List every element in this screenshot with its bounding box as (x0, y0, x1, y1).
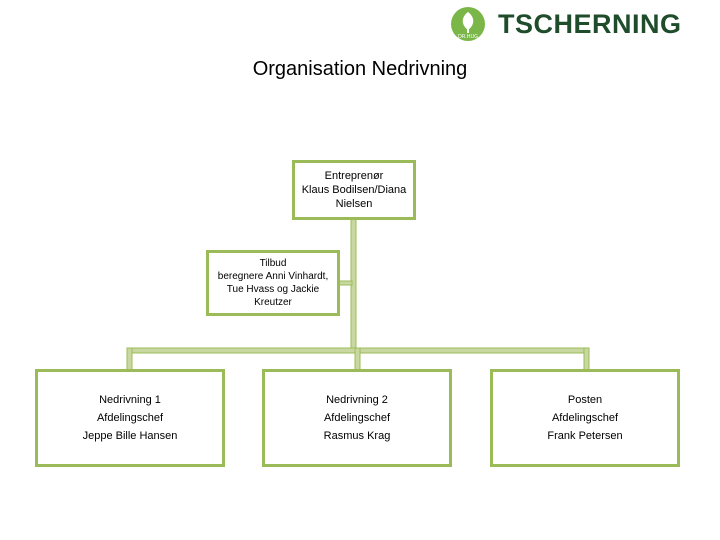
node-entreprenor-name: Klaus Bodilsen/Diana (301, 184, 407, 196)
node-posten-role: Afdelingschef (551, 412, 619, 424)
node-nedrivning-2-dept: Nedrivning 2 (326, 394, 388, 406)
node-nedrivning-1-dept: Nedrivning 1 (99, 394, 161, 406)
node-posten-dept: Posten (567, 394, 603, 406)
node-nedrivning-1-name: Jeppe Bille Hansen (82, 430, 178, 442)
node-nedrivning-1-role: Afdelingschef (96, 412, 164, 424)
tscherning-logo: DR.HUG TSCHERNING (450, 4, 712, 42)
node-tilbud-names-cont: Tue Hvass og Jackie Kreutzer (226, 284, 320, 308)
node-tilbud: Tilbud beregnere Anni Vinhardt, Tue Hvas… (206, 250, 340, 316)
node-tilbud-role: Tilbud (259, 258, 287, 269)
node-tilbud-names: beregnere Anni Vinhardt, (217, 271, 329, 282)
node-posten-name: Frank Petersen (547, 430, 623, 442)
connector-tilbud (337, 280, 353, 286)
node-nedrivning-2: Nedrivning 2 Afdelingschef Rasmus Krag (262, 369, 452, 467)
logo-text: TSCHERNING (498, 9, 682, 39)
node-entreprenor: Entreprenør Klaus Bodilsen/Diana Nielsen (292, 160, 416, 220)
node-nedrivning-2-name: Rasmus Krag (323, 430, 391, 442)
connector-drop-posten (583, 347, 590, 371)
page-title: Organisation Nedrivning (252, 58, 468, 80)
node-entreprenor-role: Entreprenør (324, 170, 384, 182)
node-posten: Posten Afdelingschef Frank Petersen (490, 369, 680, 467)
logo-mark-text: DR.HUG (458, 34, 478, 40)
node-nedrivning-1: Nedrivning 1 Afdelingschef Jeppe Bille H… (35, 369, 225, 467)
node-nedrivning-2-role: Afdelingschef (323, 412, 391, 424)
connector-drop-n2 (354, 347, 361, 371)
leaf-logo-icon: DR.HUG (451, 7, 485, 41)
node-entreprenor-name-cont: Nielsen (335, 198, 373, 210)
connector-drop-n1 (126, 347, 133, 371)
